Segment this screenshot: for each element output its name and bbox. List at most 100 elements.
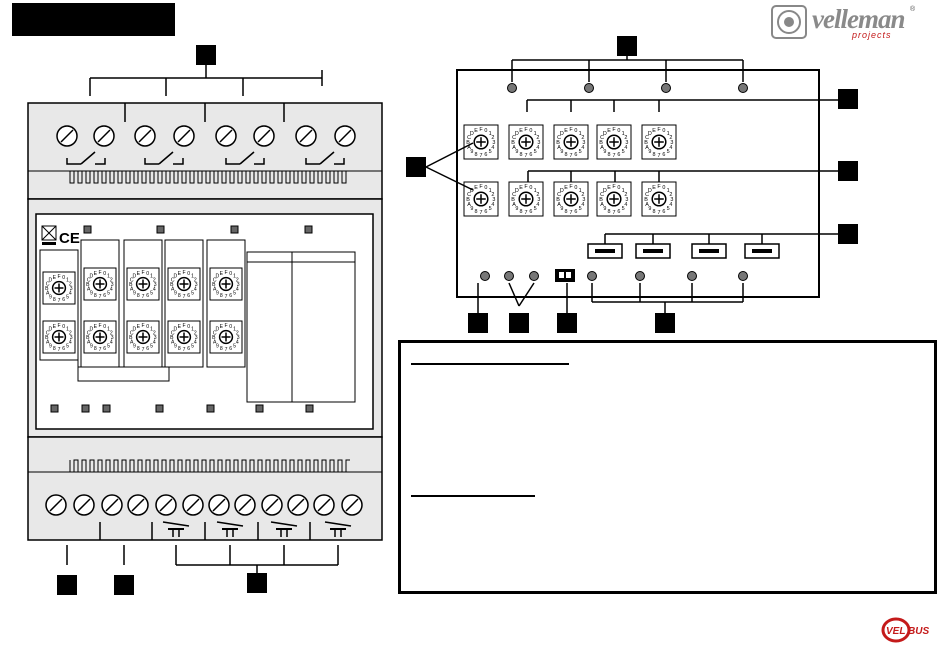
svg-text:8: 8 xyxy=(520,152,523,158)
svg-text:4: 4 xyxy=(110,287,113,293)
svg-text:A: A xyxy=(87,287,91,293)
svg-text:6: 6 xyxy=(229,293,232,299)
svg-text:D: D xyxy=(603,131,607,137)
svg-text:4: 4 xyxy=(581,145,584,151)
svg-text:E: E xyxy=(178,271,182,277)
svg-text:5: 5 xyxy=(107,344,110,350)
svg-text:9: 9 xyxy=(648,206,651,212)
svg-text:3: 3 xyxy=(237,335,240,341)
callout-6 xyxy=(838,89,858,109)
svg-text:9: 9 xyxy=(90,291,93,297)
svg-text:F: F xyxy=(182,323,185,329)
velleman-emblem-icon xyxy=(771,5,807,39)
svg-text:0: 0 xyxy=(62,275,65,281)
svg-text:7: 7 xyxy=(225,347,228,353)
svg-text:7: 7 xyxy=(569,210,572,216)
svg-text:C: C xyxy=(600,135,604,141)
svg-text:4: 4 xyxy=(491,145,494,151)
svg-text:A: A xyxy=(46,340,50,346)
svg-text:1: 1 xyxy=(667,188,670,194)
svg-text:0: 0 xyxy=(146,271,149,277)
svg-text:E: E xyxy=(53,275,57,281)
svg-text:D: D xyxy=(515,188,519,194)
svg-text:E: E xyxy=(607,128,611,134)
svg-text:C: C xyxy=(171,277,175,283)
callout-9 xyxy=(406,157,426,177)
svg-text:4: 4 xyxy=(110,340,113,346)
svg-text:8: 8 xyxy=(137,346,140,352)
svg-text:A: A xyxy=(557,202,561,208)
svg-text:B: B xyxy=(129,282,133,288)
info-heading-rule-1 xyxy=(411,363,569,365)
svg-text:9: 9 xyxy=(515,149,518,155)
logo-reg-mark: ® xyxy=(910,6,916,13)
svg-text:6: 6 xyxy=(574,152,577,158)
svg-text:7: 7 xyxy=(612,210,615,216)
svg-text:C: C xyxy=(46,330,50,336)
svg-text:1: 1 xyxy=(150,326,153,332)
svg-text:0: 0 xyxy=(146,324,149,330)
svg-text:C: C xyxy=(46,281,50,287)
svg-text:4: 4 xyxy=(194,340,197,346)
svg-text:E: E xyxy=(652,185,656,191)
svg-text:5: 5 xyxy=(534,206,537,212)
svg-text:B: B xyxy=(599,197,603,203)
svg-text:A: A xyxy=(87,340,91,346)
svg-text:F: F xyxy=(569,184,573,190)
bottom-terminal-screws xyxy=(45,494,363,516)
svg-text:3: 3 xyxy=(111,282,114,288)
svg-text:4: 4 xyxy=(624,202,627,208)
svg-text:5: 5 xyxy=(579,149,582,155)
svg-text:A: A xyxy=(512,202,516,208)
svg-text:5: 5 xyxy=(66,344,69,350)
svg-text:F: F xyxy=(57,274,60,280)
callout-7 xyxy=(838,161,858,181)
svg-text:7: 7 xyxy=(183,347,186,353)
svg-text:7: 7 xyxy=(657,210,660,216)
svg-text:C: C xyxy=(645,135,649,141)
svg-text:9: 9 xyxy=(470,149,473,155)
svg-text:2: 2 xyxy=(624,192,627,198)
svg-text:0: 0 xyxy=(484,128,487,134)
svg-text:8: 8 xyxy=(178,293,181,299)
svg-text:E: E xyxy=(652,128,656,134)
svg-text:1: 1 xyxy=(489,188,492,194)
svg-text:3: 3 xyxy=(492,140,495,146)
svg-text:3: 3 xyxy=(195,282,198,288)
svg-text:B: B xyxy=(599,140,603,146)
svg-text:7: 7 xyxy=(99,294,102,300)
logo-sub: projects xyxy=(852,30,892,40)
svg-text:E: E xyxy=(94,271,98,277)
svg-text:9: 9 xyxy=(90,344,93,350)
svg-text:1: 1 xyxy=(579,131,582,137)
svg-text:B: B xyxy=(170,282,174,288)
pcb-led xyxy=(635,271,645,281)
svg-text:8: 8 xyxy=(653,152,656,158)
svg-text:6: 6 xyxy=(187,293,190,299)
svg-text:C: C xyxy=(87,277,91,283)
svg-text:9: 9 xyxy=(174,344,177,350)
svg-text:C: C xyxy=(512,135,516,141)
svg-text:2: 2 xyxy=(110,330,113,336)
svg-text:1: 1 xyxy=(622,188,625,194)
svg-text:B: B xyxy=(45,286,49,292)
svg-text:E: E xyxy=(474,185,478,191)
svg-text:4: 4 xyxy=(236,287,239,293)
svg-text:A: A xyxy=(46,291,50,297)
svg-text:A: A xyxy=(600,145,604,151)
svg-text:C: C xyxy=(171,330,175,336)
velbus-text: VEL BUS xyxy=(886,626,929,637)
svg-text:C: C xyxy=(213,277,217,283)
svg-text:9: 9 xyxy=(560,149,563,155)
svg-text:3: 3 xyxy=(154,335,157,341)
svg-text:7: 7 xyxy=(657,153,660,159)
svg-text:4: 4 xyxy=(624,145,627,151)
svg-text:B: B xyxy=(511,197,515,203)
